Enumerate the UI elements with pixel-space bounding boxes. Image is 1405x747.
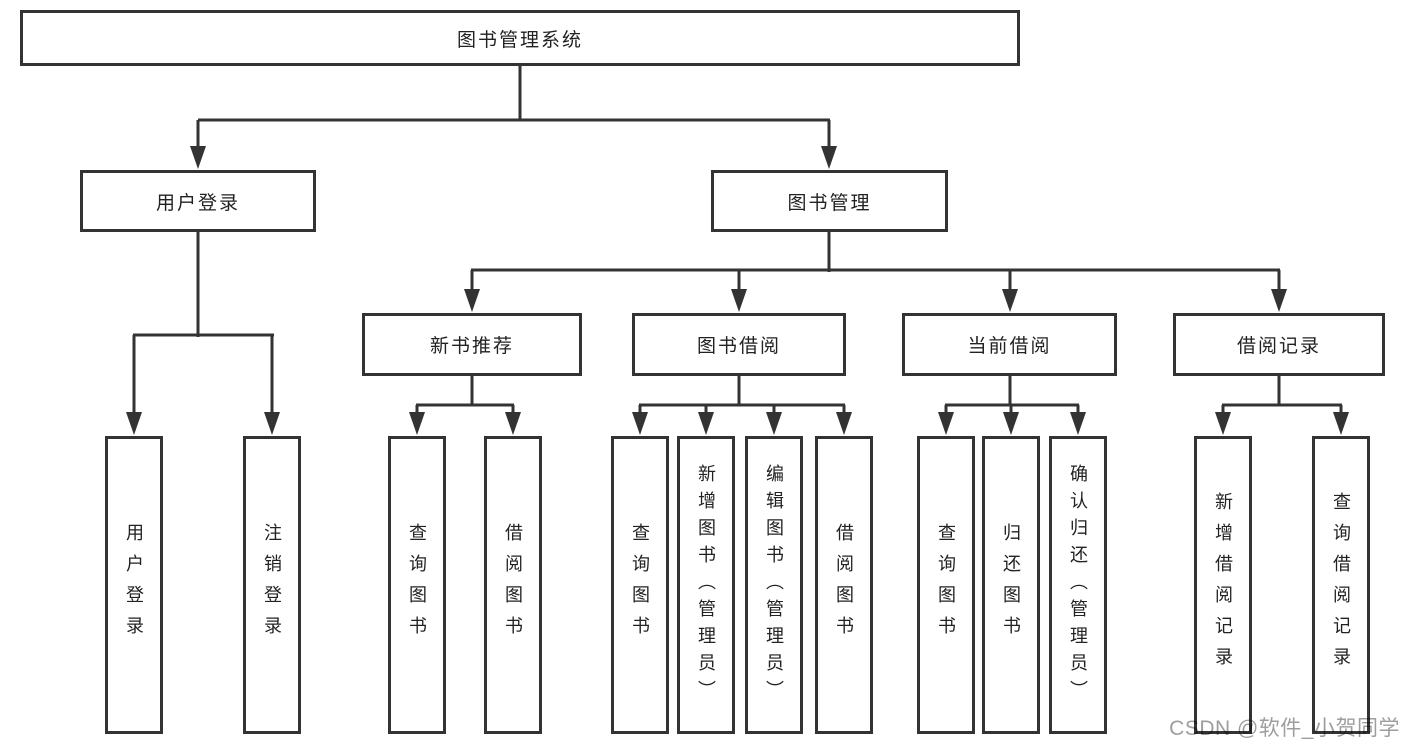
leaf-query-books-current: 查询图书 (917, 436, 975, 734)
node-user-login: 用户登录 (80, 170, 316, 232)
csdn-watermark: CSDN @软件_小贺同学 (1169, 717, 1400, 740)
arrowhead-icon (1003, 412, 1019, 435)
arrowhead-icon (632, 412, 648, 435)
arrowhead-icon (264, 412, 280, 435)
leaf-borrow-books-recommend: 借阅图书 (484, 436, 542, 734)
arrow-stem-line (132, 120, 1343, 418)
arrowhead-icon (464, 289, 480, 312)
arrowhead-icon (1271, 289, 1287, 312)
arrowhead-icon (698, 412, 714, 435)
leaf-user-login: 用户登录 (105, 436, 163, 734)
node-book-borrowing: 图书借阅 (632, 313, 846, 376)
leaf-query-books-recommend: 查询图书 (388, 436, 446, 734)
leaf-add-books-admin: 新增图书（管理员） (677, 436, 735, 734)
arrowhead-icon (1333, 412, 1349, 435)
node-new-book-recommendation: 新书推荐 (362, 313, 582, 376)
leaf-edit-books-admin: 编辑图书（管理员） (745, 436, 803, 734)
arrowhead-icon (731, 289, 747, 312)
leaf-add-borrow-record: 新增借阅记录 (1194, 436, 1252, 734)
node-book-management: 图书管理 (711, 170, 948, 232)
arrowhead-icon (836, 412, 852, 435)
leaf-return-books: 归还图书 (982, 436, 1040, 734)
arrowhead-icon (938, 412, 954, 435)
leaf-confirm-return-admin: 确认归还（管理员） (1049, 436, 1107, 734)
arrowhead-icon (505, 412, 521, 435)
arrowhead-icon (821, 146, 837, 169)
node-root-library-system: 图书管理系统 (20, 10, 1020, 66)
arrowhead-icon (409, 412, 425, 435)
leaf-query-books-borrow: 查询图书 (611, 436, 669, 734)
arrowhead-icon (1070, 412, 1086, 435)
node-current-borrowing: 当前借阅 (902, 313, 1117, 376)
arrowhead-icon (1215, 412, 1231, 435)
arrowhead-icon (1002, 289, 1018, 312)
branch-line (133, 66, 1342, 407)
node-borrowing-records: 借阅记录 (1173, 313, 1385, 376)
leaf-borrow-books: 借阅图书 (815, 436, 873, 734)
arrowhead-icon (126, 412, 142, 435)
arrowhead-icon (766, 412, 782, 435)
leaf-query-borrow-record: 查询借阅记录 (1312, 436, 1370, 734)
arrowhead-icon (190, 146, 206, 169)
leaf-logout: 注销登录 (243, 436, 301, 734)
